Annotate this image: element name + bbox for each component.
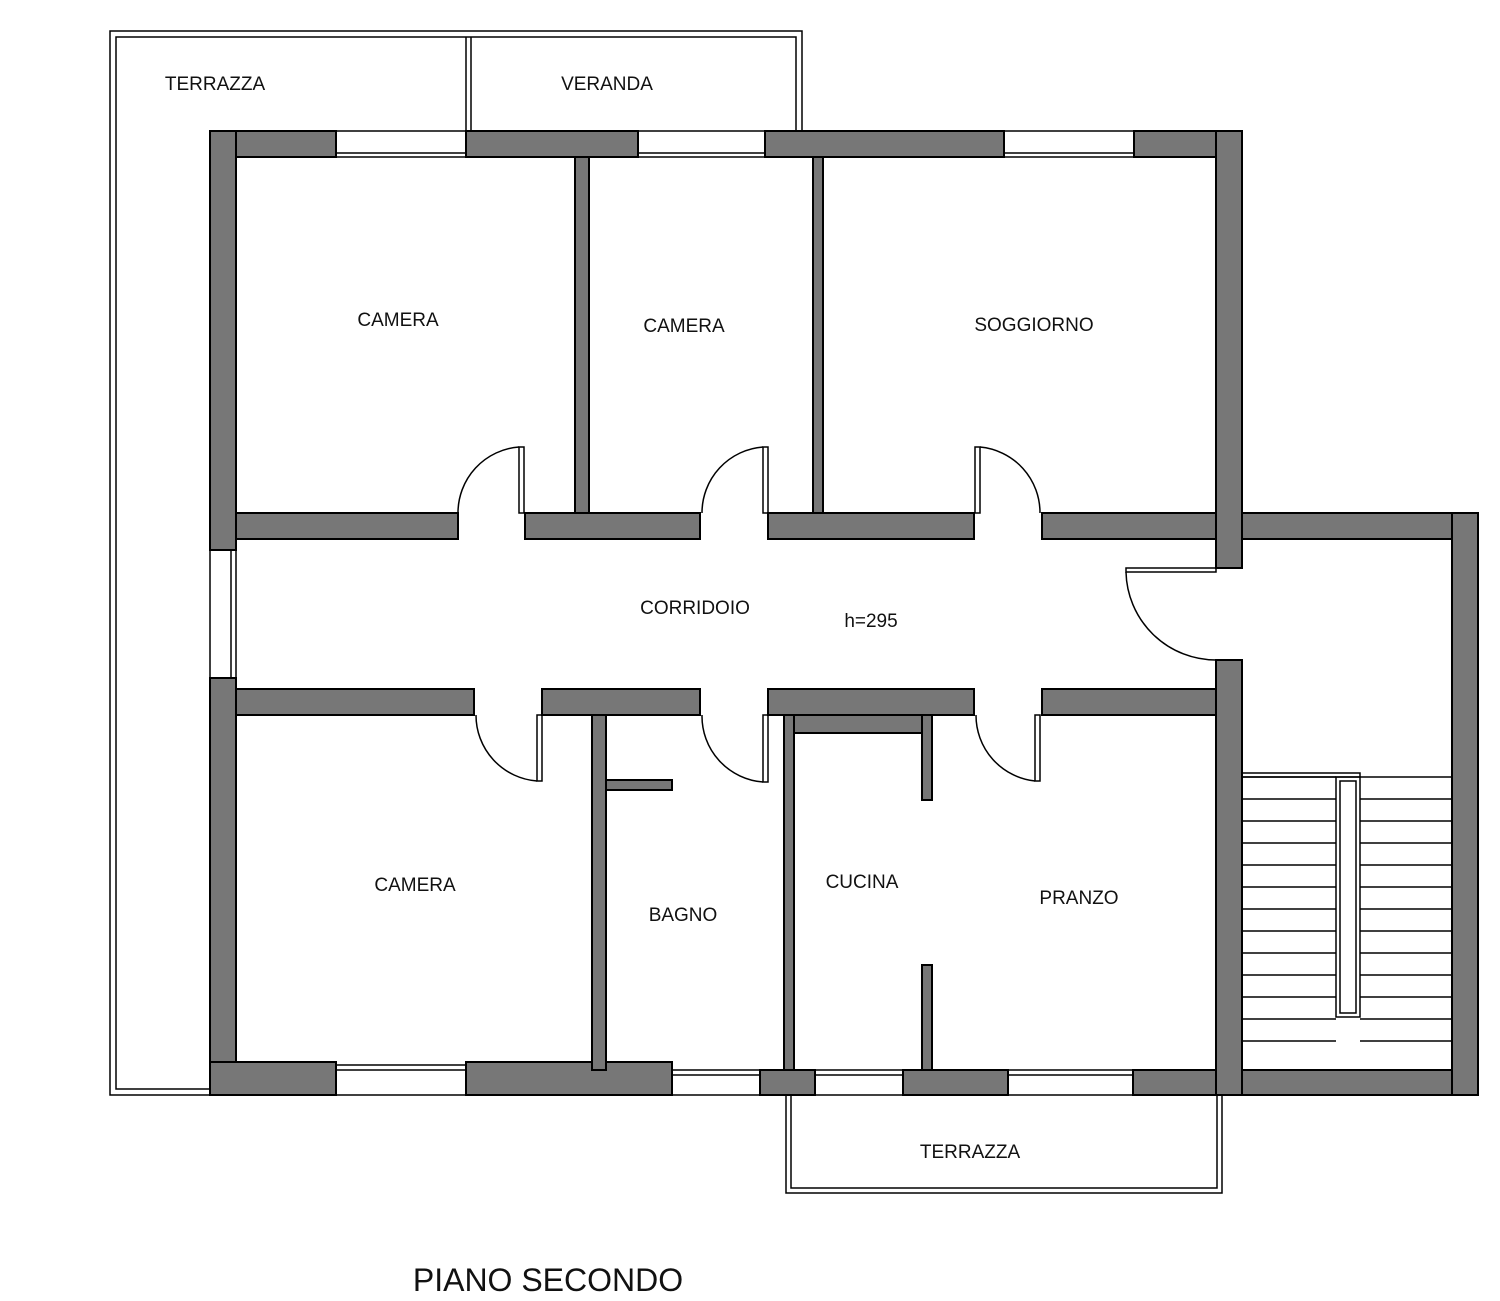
label-camera-2: CAMERA — [643, 316, 725, 337]
label-cucina: CUCINA — [826, 872, 899, 893]
plan-title: PIANO SECONDO — [413, 1262, 683, 1298]
door-pranzo[interactable] — [975, 714, 1041, 782]
entrance-door[interactable] — [1125, 567, 1217, 661]
door-soggiorno[interactable] — [974, 446, 1041, 514]
door-camera-2[interactable] — [701, 446, 769, 514]
door-camera-3[interactable] — [475, 714, 543, 782]
door-bagno[interactable] — [701, 714, 769, 783]
staircase — [1241, 772, 1452, 1042]
label-height: h=295 — [844, 611, 897, 632]
label-veranda: VERANDA — [561, 74, 653, 95]
door-camera-1[interactable] — [457, 446, 525, 514]
terrace-outlines — [109, 30, 1223, 1194]
walls — [209, 130, 1479, 1096]
label-camera-1: CAMERA — [357, 310, 439, 331]
label-bagno: BAGNO — [649, 905, 718, 926]
label-pranzo: PRANZO — [1039, 888, 1118, 909]
doors — [457, 446, 1217, 783]
label-terrazza-top: TERRAZZA — [165, 74, 266, 95]
label-soggiorno: SOGGIORNO — [974, 315, 1093, 336]
label-corridoio: CORRIDOIO — [640, 598, 750, 619]
label-terrazza-bottom: TERRAZZA — [920, 1142, 1021, 1163]
label-camera-3: CAMERA — [374, 875, 456, 896]
